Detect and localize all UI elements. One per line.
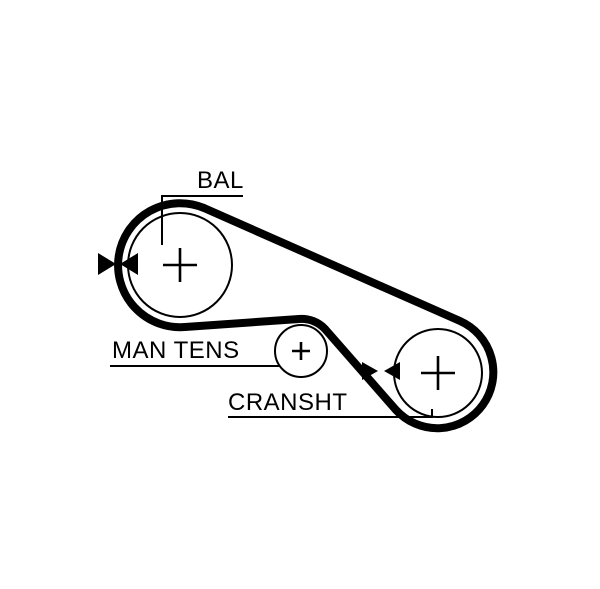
cransht-label: CRANSHT [228,389,348,416]
timing-belt-path [114,199,498,433]
crank-alignment-arrow-left-icon [384,362,400,380]
bal-label: BAL [197,167,244,194]
alignment-arrow-right-icon [98,253,116,275]
alignment-arrow-left-icon [120,253,138,275]
crank-alignment-arrow-right-icon [362,362,378,380]
man-tens-label: MAN TENS [112,337,240,364]
cransht-leader-line [228,409,433,418]
bal-leader-line [161,195,243,245]
